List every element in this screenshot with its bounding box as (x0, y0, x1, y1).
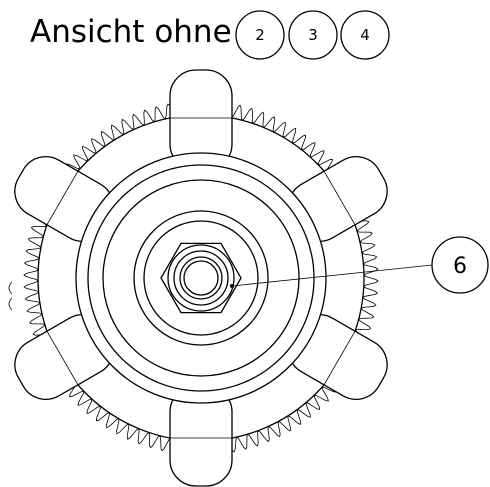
roller-3 (287, 314, 388, 400)
nut-washer-outer (167, 244, 235, 312)
balloon-2-label: 2 (255, 26, 265, 44)
hex-nut (160, 242, 242, 314)
roller-6 (14, 156, 115, 242)
callout-balloon (431, 236, 489, 294)
hub-outer-circle (75, 152, 327, 404)
roller-2 (287, 156, 388, 242)
nut-washer-mid (173, 250, 229, 306)
leader-line (231, 264, 433, 287)
balloon-part-2: 2 (235, 10, 285, 60)
balloon-4-label: 4 (360, 26, 370, 44)
shaft-inner (183, 260, 219, 296)
balloon-part-4: 4 (340, 10, 390, 60)
shaft-outer (179, 256, 223, 300)
hub-recess-outer (133, 210, 269, 346)
assembly-view (8, 69, 388, 487)
balloon-part-3: 3 (288, 10, 338, 60)
callout-part-6: 6 (230, 236, 489, 294)
view-title: Ansicht ohne (30, 14, 232, 50)
hub-recess-inner (143, 220, 259, 336)
hub-face-circle (102, 179, 300, 377)
leader-dot (230, 284, 234, 288)
callout-6-label: 6 (453, 254, 467, 279)
hub-ring-circle (87, 164, 315, 392)
coil-spring-ring (23, 100, 379, 456)
ring-mark (8, 281, 13, 311)
balloon-3-label: 3 (308, 26, 318, 44)
roller-5 (14, 314, 115, 400)
roller-group (14, 69, 388, 487)
roller-1 (169, 69, 233, 171)
